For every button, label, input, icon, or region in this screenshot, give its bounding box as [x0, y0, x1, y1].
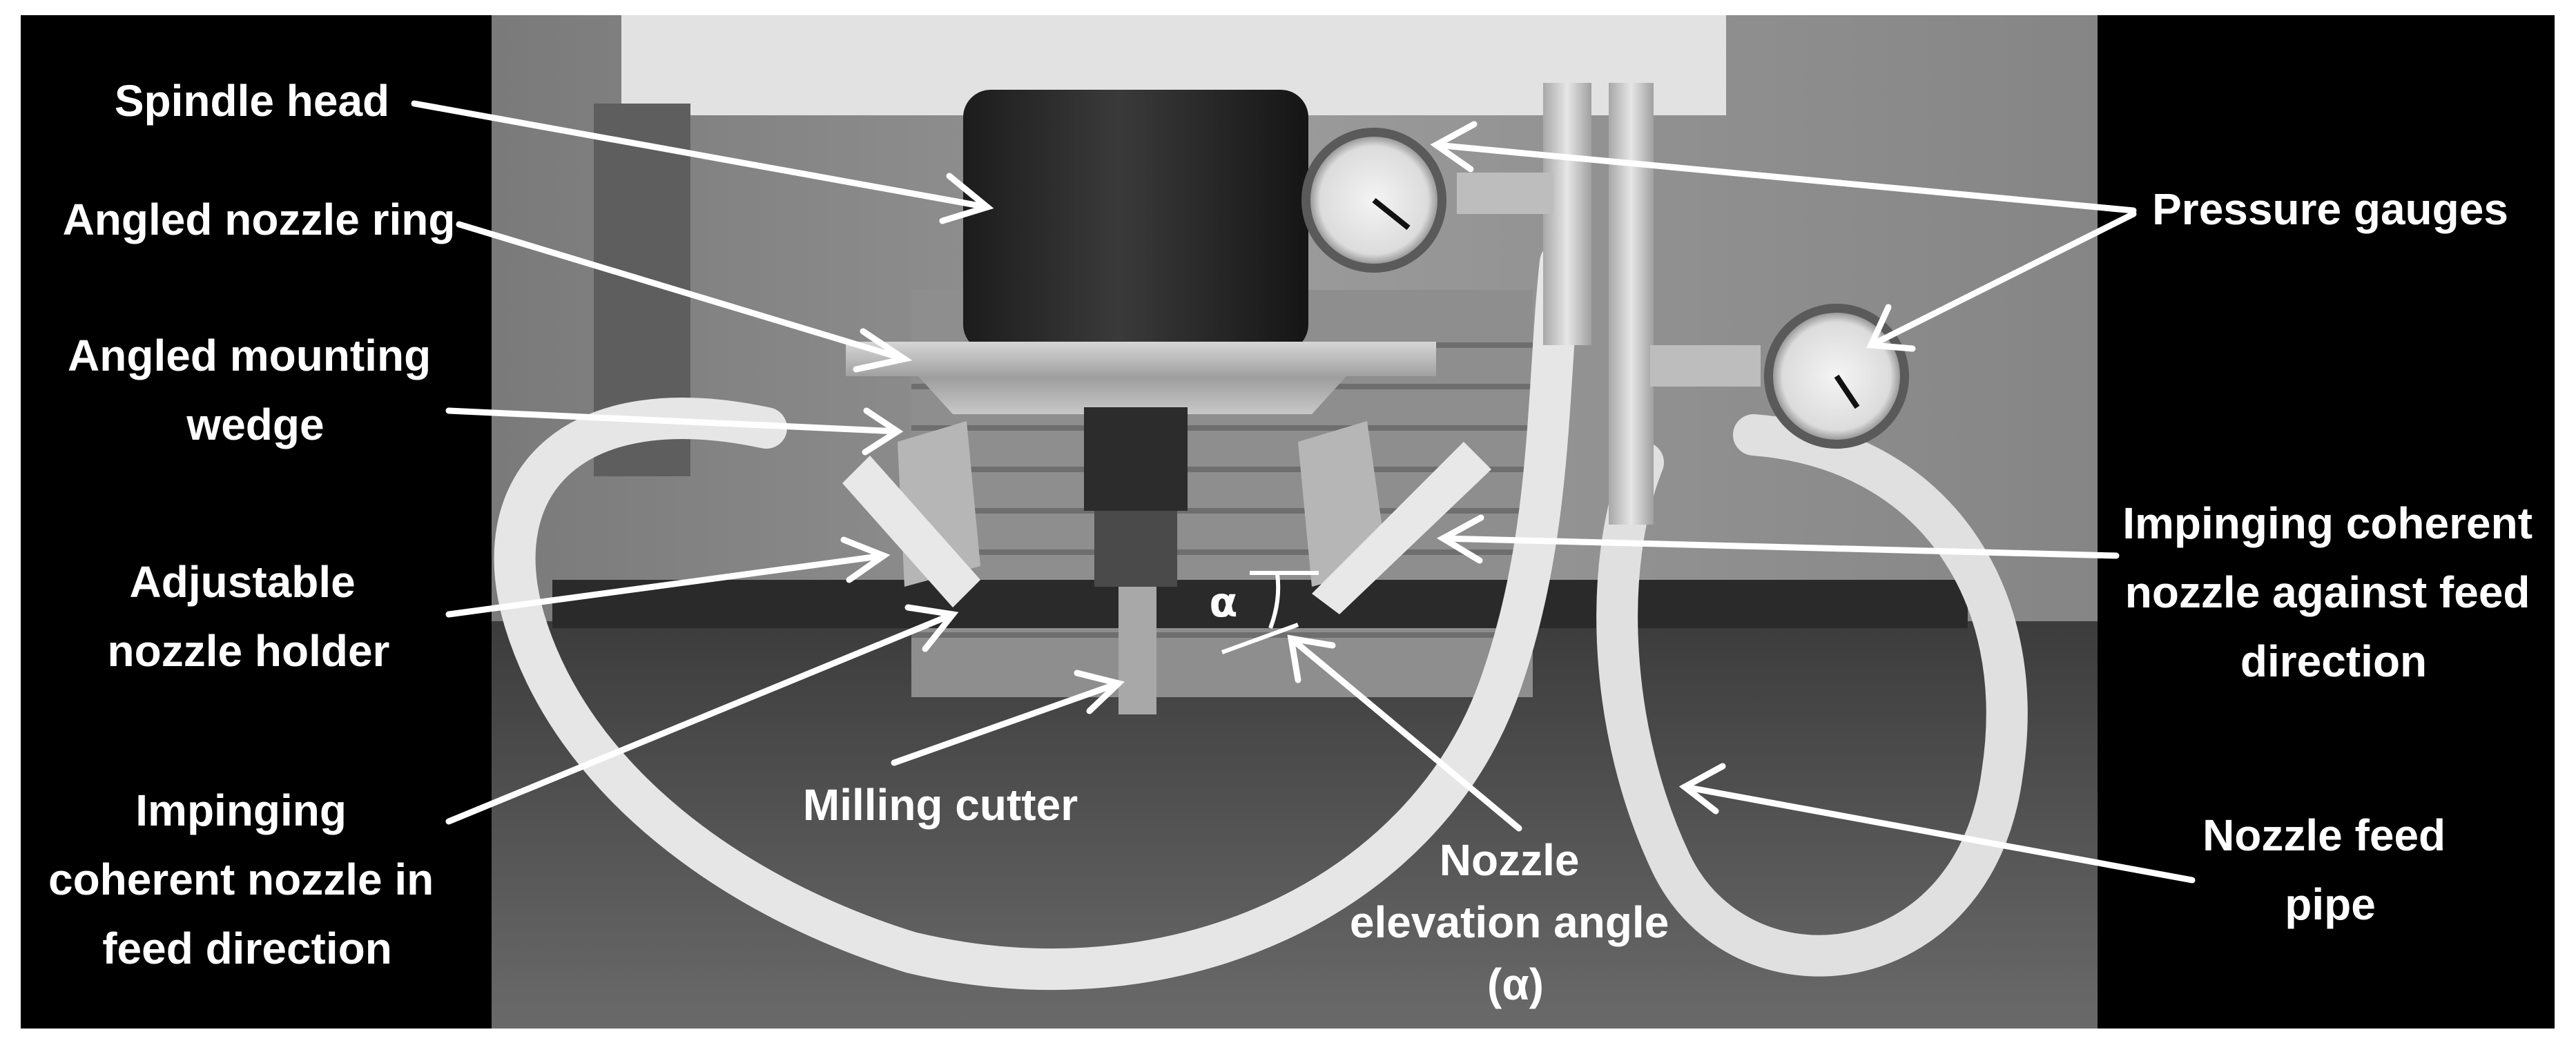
gauge-tee-upper: [1457, 173, 1553, 214]
label-adjustable-nozzle-holder: Adjustable nozzle holder: [108, 557, 390, 676]
machine-photograph: [492, 15, 2098, 1029]
arrow-milling-cutter: [891, 680, 1122, 766]
label-angled-nozzle-ring: Angled nozzle ring: [63, 195, 456, 244]
arrow-nozzle-against-feed: [1440, 535, 2120, 559]
pressure-gauge-lower: [1764, 304, 1909, 449]
collet-nut: [1094, 511, 1177, 587]
label-spindle-head: Spindle head: [115, 76, 389, 126]
annotation-arrows: [411, 100, 2196, 884]
gauge-tee-lower: [1650, 345, 1761, 387]
pressure-gauge-upper: [1301, 128, 1446, 273]
arrow-spindle-head: [411, 100, 991, 211]
table-slot: [552, 580, 1968, 628]
label-alpha-symbol: α: [1209, 578, 1237, 627]
arrow-pressure-gauge-lower: [1868, 211, 2137, 349]
label-nozzle-feed-pipe: Nozzle feed pipe: [2202, 810, 2458, 929]
left-nozzle: [842, 456, 980, 607]
arrow-nozzle-feed-pipe: [1681, 783, 2196, 884]
right-feed-pipe: [1596, 414, 2028, 977]
arrow-angled-nozzle-ring: [456, 221, 908, 362]
right-black-panel: [2092, 15, 2555, 1029]
left-black-panel: [21, 15, 497, 1029]
label-angled-mounting-wedge: Angled mounting wedge: [68, 331, 443, 449]
arrow-nozzle-in-feed-direction: [445, 611, 956, 825]
label-milling-cutter: Milling cutter: [803, 780, 1078, 830]
arrow-pressure-gauge-upper: [1433, 142, 2137, 214]
annotation-labels: Spindle head Angled nozzle ring Angled m…: [48, 76, 2545, 1009]
milling-cutter-shape: [1118, 587, 1156, 714]
label-nozzle-in-feed-direction: Impinging coherent nozzle in feed direct…: [48, 786, 446, 973]
arrow-angled-mounting-wedge: [445, 407, 901, 435]
arrow-nozzle-elevation-angle: [1288, 635, 1522, 832]
spindle-head-body: [963, 90, 1308, 352]
vertical-supply-pipe-right: [1609, 83, 1654, 525]
angled-nozzle-ring-shape: [846, 342, 1436, 414]
spindle-collet: [1084, 407, 1188, 511]
label-nozzle-elevation-angle: Nozzle elevation angle (α): [1350, 835, 1681, 1009]
label-pressure-gauges: Pressure gauges: [2152, 184, 2508, 234]
arrow-adjustable-nozzle-holder: [445, 552, 887, 618]
right-nozzle: [1312, 442, 1491, 614]
alpha-angle-marker: [1221, 571, 1319, 654]
label-nozzle-against-feed: Impinging coherent nozzle against feed d…: [2122, 498, 2545, 686]
left-feed-pipe: [494, 242, 1581, 991]
